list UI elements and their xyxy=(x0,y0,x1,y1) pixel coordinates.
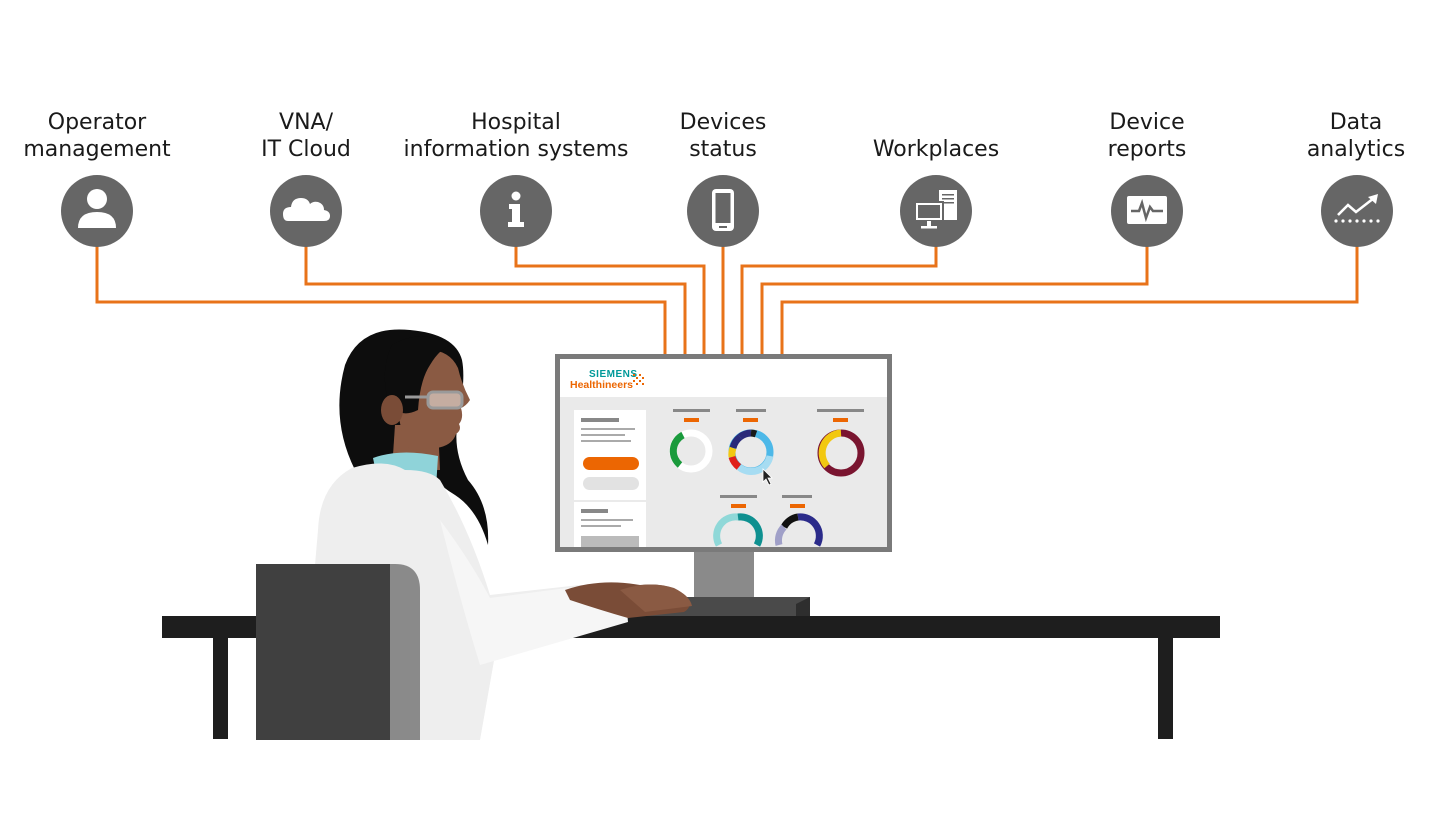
mobile-device-icon xyxy=(687,175,759,247)
connector-workplaces xyxy=(740,246,938,356)
brand-bottom-text: Healthineers xyxy=(570,379,633,391)
connector-data-analytics xyxy=(780,246,1359,356)
label-devices-status: Devices status xyxy=(593,109,853,163)
screen-secondary-button xyxy=(583,477,639,490)
label-line1: Data xyxy=(1329,110,1383,135)
connector-device-reports xyxy=(760,246,1149,356)
label-line2: Workplaces xyxy=(872,137,1000,162)
cursor-icon xyxy=(762,468,773,486)
brand-top-text: SIEMENS xyxy=(589,369,638,380)
label-line1: VNA/ xyxy=(279,110,333,135)
label-line1: Operator xyxy=(47,110,147,135)
siemens-healthineers-logo: SIEMENS Healthineers xyxy=(570,369,644,391)
trend-chart-icon xyxy=(1321,175,1393,247)
connector-hospital-information-systems xyxy=(514,246,706,356)
label-line2: analytics xyxy=(1306,137,1406,162)
label-line1: Devices xyxy=(679,110,767,135)
connector-operator-management xyxy=(95,246,667,356)
dashboard-donut xyxy=(728,429,774,476)
label-device-reports: Device reports xyxy=(1017,109,1277,163)
cloud-icon xyxy=(270,175,342,247)
workstation-icon xyxy=(900,175,972,247)
screen-dashboard-donuts xyxy=(669,409,865,547)
label-operator-management: Operator management xyxy=(0,109,227,163)
label-line2: management xyxy=(23,137,171,162)
screen-primary-button xyxy=(583,457,639,470)
info-icon xyxy=(480,175,552,247)
screen-sidebar xyxy=(574,410,646,547)
label-line2: information systems xyxy=(403,137,629,162)
monitor-report-icon xyxy=(1111,175,1183,247)
user-icon xyxy=(61,175,133,247)
dashboard-donut xyxy=(669,429,713,473)
label-hospital-information-systems: Hospital information systems xyxy=(386,109,646,163)
label-line2: status xyxy=(689,137,757,162)
dashboard-donut xyxy=(774,513,823,547)
chair xyxy=(256,564,420,740)
label-workplaces: Workplaces xyxy=(806,136,1066,163)
dashboard-donut xyxy=(817,429,865,477)
label-line1: Device xyxy=(1109,110,1185,135)
dashboard-donut xyxy=(713,513,763,547)
label-data-analytics: Data analytics xyxy=(1226,109,1448,163)
label-vna-it-cloud: VNA/ IT Cloud xyxy=(176,109,436,163)
label-line2: reports xyxy=(1107,137,1187,162)
connector-lines xyxy=(95,246,1359,356)
connector-vna-it-cloud xyxy=(304,246,687,356)
label-line1: Hospital xyxy=(471,110,561,135)
label-line2: IT Cloud xyxy=(261,137,351,162)
